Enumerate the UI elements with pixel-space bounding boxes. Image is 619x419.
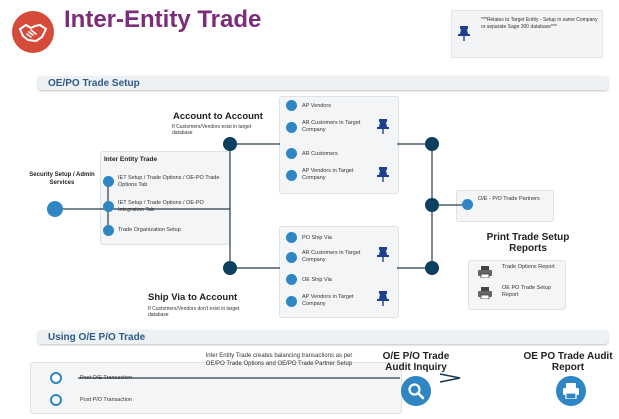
junction-account (223, 137, 237, 151)
printer-icon[interactable] (478, 287, 492, 299)
shipvia-node[interactable] (286, 296, 297, 307)
junction-account-right (425, 137, 439, 151)
printer-icon[interactable] (478, 266, 492, 278)
trade-partners-label: O/E - P/O Trade Partners (478, 196, 540, 202)
audit-report-heading: OE PO Trade Audit Report (523, 351, 613, 373)
inter-entity-heading: Inter Entity Trade (104, 156, 158, 163)
shipvia-item: OE Ship Via (302, 277, 332, 283)
using-section-band (38, 330, 608, 344)
shipvia-heading: Ship Via to Account (148, 292, 238, 303)
note-box (451, 10, 603, 58)
shipvia-item: AR Customers in Target Company (302, 250, 361, 263)
post-oe-node[interactable] (50, 372, 62, 384)
pin-icon (377, 167, 389, 182)
reports-heading: Print Trade Setup Reports (486, 232, 570, 254)
pin-icon (377, 247, 389, 262)
shipvia-node[interactable] (286, 274, 297, 285)
account-node[interactable] (286, 148, 297, 159)
audit-inquiry-heading: O/E P/O Trade Audit Inquiry (382, 351, 450, 373)
junction-partners (425, 198, 439, 212)
post-oe-transaction[interactable]: Post O/E Transaction (80, 375, 132, 381)
pin-icon (458, 26, 470, 41)
account-item: AR Customers in Target Company (302, 120, 361, 133)
junction-shipvia (223, 261, 237, 275)
inter-entity-node[interactable] (103, 176, 114, 187)
shipvia-subheading: If Customers/Vendors don't exist in targ… (148, 306, 240, 318)
shipvia-item: PO Ship Via (302, 235, 332, 241)
account-panel (279, 96, 399, 194)
post-po-transaction[interactable]: Post P/O Transaction (80, 397, 132, 403)
partners-node[interactable] (462, 199, 473, 210)
pin-icon (377, 291, 389, 306)
setup-section-title: OE/PO Trade Setup (48, 78, 140, 89)
inter-entity-node[interactable] (103, 201, 114, 212)
shipvia-item: AP Vendors in Target Company (302, 294, 354, 307)
inter-entity-item: IET Setup / Trade Options / OE-PO Trade … (118, 175, 220, 188)
inter-entity-node[interactable] (103, 225, 114, 236)
report-item[interactable]: Trade Options Report (502, 264, 555, 270)
security-node (47, 201, 63, 217)
account-node[interactable] (286, 122, 297, 133)
shipvia-panel (279, 226, 399, 318)
partners-panel (456, 190, 554, 222)
account-item: AR Customers (302, 151, 338, 157)
account-node[interactable] (286, 170, 297, 181)
balancing-description: Inter Entity Trade creates balancing tra… (205, 353, 353, 367)
account-item: AP Vendors (302, 103, 331, 109)
account-subheading: If Customers/Vendors exist in target dat… (172, 124, 252, 136)
using-section-title: Using O/E P/O Trade (48, 332, 146, 343)
page-title: Inter-Entity Trade (64, 6, 262, 33)
handshake-logo-icon (12, 11, 54, 53)
setup-section-band (38, 76, 608, 90)
report-item[interactable]: OE PO Trade Setup Report (502, 285, 551, 298)
account-heading: Account to Account (173, 111, 263, 122)
account-item: AP Vendors in Target Company (302, 168, 354, 181)
account-node[interactable] (286, 100, 297, 111)
junction-shipvia-right (425, 261, 439, 275)
inter-entity-panel (100, 151, 230, 245)
target-entity-note: ***Relates to Target Entity - Setup in s… (481, 17, 598, 30)
inter-entity-item: Trade Organization Setup (118, 227, 181, 233)
printer-report-icon[interactable] (556, 376, 586, 406)
shipvia-node[interactable] (286, 252, 297, 263)
shipvia-node[interactable] (286, 232, 297, 243)
magnifier-icon[interactable] (401, 376, 431, 406)
pin-icon (377, 119, 389, 134)
post-po-node[interactable] (50, 394, 62, 406)
inter-entity-item: IET Setup / Trade Options / OE-PO Integr… (118, 200, 204, 213)
security-setup-label: Security Setup / Admin Services (29, 172, 95, 186)
